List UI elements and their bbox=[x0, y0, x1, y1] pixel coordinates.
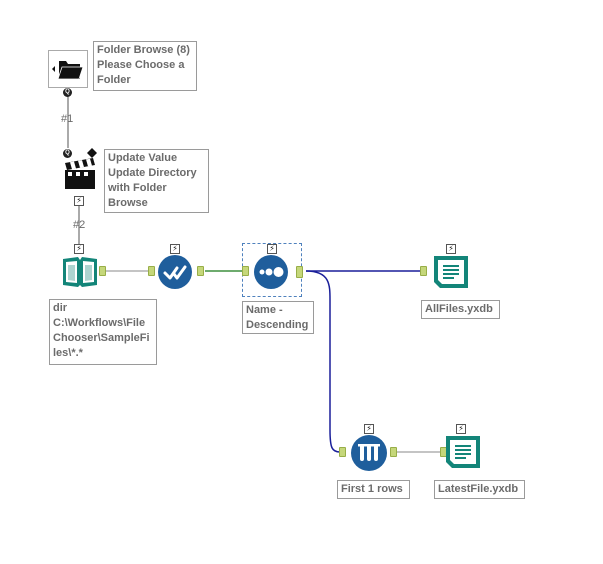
diamond-anchor-icon bbox=[87, 148, 97, 158]
bolt-anchor-icon: ⚡ bbox=[74, 196, 84, 206]
update-value-tool[interactable] bbox=[62, 157, 98, 191]
connection-label-1: #1 bbox=[61, 113, 74, 125]
sample-test-tubes-icon bbox=[351, 435, 387, 471]
output-latestfile-annotation: LatestFile.yxdb bbox=[434, 480, 525, 499]
folder-browse-annotation: Folder Browse (8) Please Choose a Folder bbox=[93, 41, 197, 91]
output-port[interactable] bbox=[390, 447, 397, 457]
bolt-anchor-icon: ⚡ bbox=[364, 424, 374, 434]
question-anchor-icon: Q bbox=[63, 88, 72, 97]
folder-browse-tool[interactable] bbox=[48, 50, 88, 88]
sort-tool[interactable] bbox=[253, 254, 289, 290]
book-icon bbox=[63, 257, 97, 287]
select-tool[interactable] bbox=[157, 254, 193, 290]
input-port[interactable] bbox=[148, 266, 155, 276]
input-port[interactable] bbox=[242, 266, 249, 276]
output-allfiles-tool[interactable] bbox=[432, 254, 470, 290]
output-port[interactable] bbox=[296, 266, 303, 278]
folder-icon bbox=[52, 61, 84, 80]
sort-icon bbox=[254, 255, 288, 289]
output-allfiles-annotation: AllFiles.yxdb bbox=[421, 300, 500, 319]
directory-tool[interactable] bbox=[61, 255, 99, 289]
select-check-icon bbox=[158, 255, 192, 289]
input-port[interactable] bbox=[420, 266, 427, 276]
output-file-icon bbox=[434, 256, 468, 288]
sample-tool[interactable] bbox=[350, 434, 388, 472]
output-port[interactable] bbox=[99, 266, 106, 276]
connection-label-2: #2 bbox=[73, 219, 86, 231]
question-anchor-icon: Q bbox=[63, 149, 72, 158]
bolt-anchor-icon: ⚡ bbox=[456, 424, 466, 434]
update-value-annotation: Update Value Update Directory with Folde… bbox=[104, 149, 209, 213]
sample-annotation: First 1 rows bbox=[337, 480, 410, 499]
bolt-anchor-icon: ⚡ bbox=[446, 244, 456, 254]
data-connection-sort-sample bbox=[305, 270, 341, 453]
bolt-anchor-icon: ⚡ bbox=[74, 244, 84, 254]
clapperboard-icon bbox=[65, 158, 95, 189]
directory-annotation: dir C:\Workflows\File Chooser\SampleFi l… bbox=[49, 299, 157, 365]
sort-annotation: Name - Descending bbox=[242, 301, 314, 334]
input-port[interactable] bbox=[339, 447, 346, 457]
output-file-icon bbox=[446, 436, 480, 468]
bolt-anchor-icon: ⚡ bbox=[170, 244, 180, 254]
output-port[interactable] bbox=[197, 266, 204, 276]
output-latestfile-tool[interactable] bbox=[444, 434, 482, 470]
bolt-anchor-icon: ⚡ bbox=[267, 244, 277, 254]
